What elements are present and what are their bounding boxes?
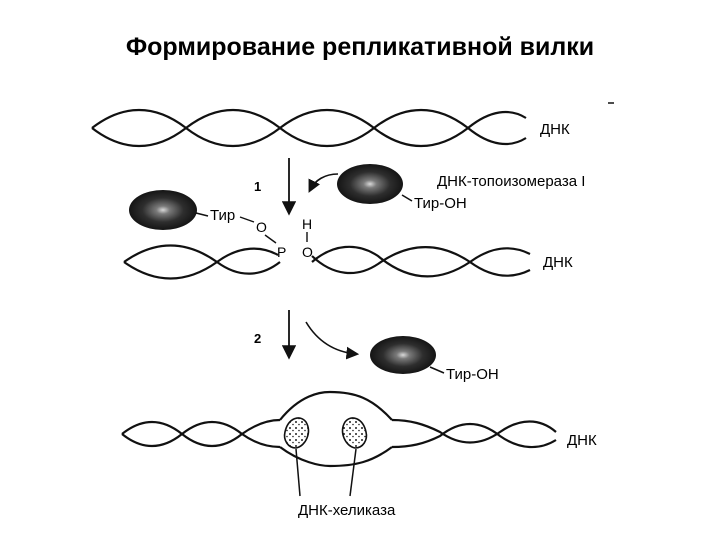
- enzyme-approach-arrow: [308, 173, 339, 193]
- dna-label-top: ДНК: [540, 121, 570, 138]
- dna-helix-middle: [123, 244, 531, 280]
- step-2-number: 2: [254, 331, 261, 346]
- atom-o-upper: O: [256, 219, 267, 235]
- tyr-oh-link-1: [401, 194, 413, 202]
- released-topoisomerase-enzyme: [370, 336, 436, 374]
- bound-topoisomerase-enzyme: [129, 190, 197, 230]
- helicase-right: [341, 417, 368, 449]
- o-p-bond: [264, 234, 277, 244]
- tyr-link: [195, 212, 209, 217]
- tyr-oh-label-2: Тир-ОН: [446, 366, 499, 383]
- tyr-oh-link-2: [429, 366, 445, 374]
- topoisomerase-enzyme: [337, 164, 403, 204]
- tyr-label: Тир: [210, 207, 235, 224]
- helicase-pointer-right: [349, 448, 357, 497]
- topoisomerase-label: ДНК-топоизомераза I: [437, 173, 585, 190]
- atom-o-lower: O: [302, 244, 313, 260]
- helicase-left: [283, 417, 310, 449]
- atom-p: P: [277, 244, 286, 260]
- enzyme-release-arrow: [305, 321, 360, 360]
- step-1-number: 1: [254, 179, 261, 194]
- helicase-label: ДНК-хеликаза: [298, 502, 396, 519]
- dna-helix-top: [91, 109, 527, 147]
- dna-label-bottom: ДНК: [567, 432, 597, 449]
- tyr-oh-label-1: Тир-ОН: [414, 195, 467, 212]
- slide-title: Формирование репликативной вилки: [125, 33, 595, 61]
- atom-h: H: [302, 216, 312, 232]
- helicase-pointer-left: [295, 448, 301, 497]
- dna-replication-bubble: [121, 390, 557, 468]
- tyr-o-bond: [239, 216, 255, 223]
- dna-label-middle: ДНК: [543, 254, 573, 271]
